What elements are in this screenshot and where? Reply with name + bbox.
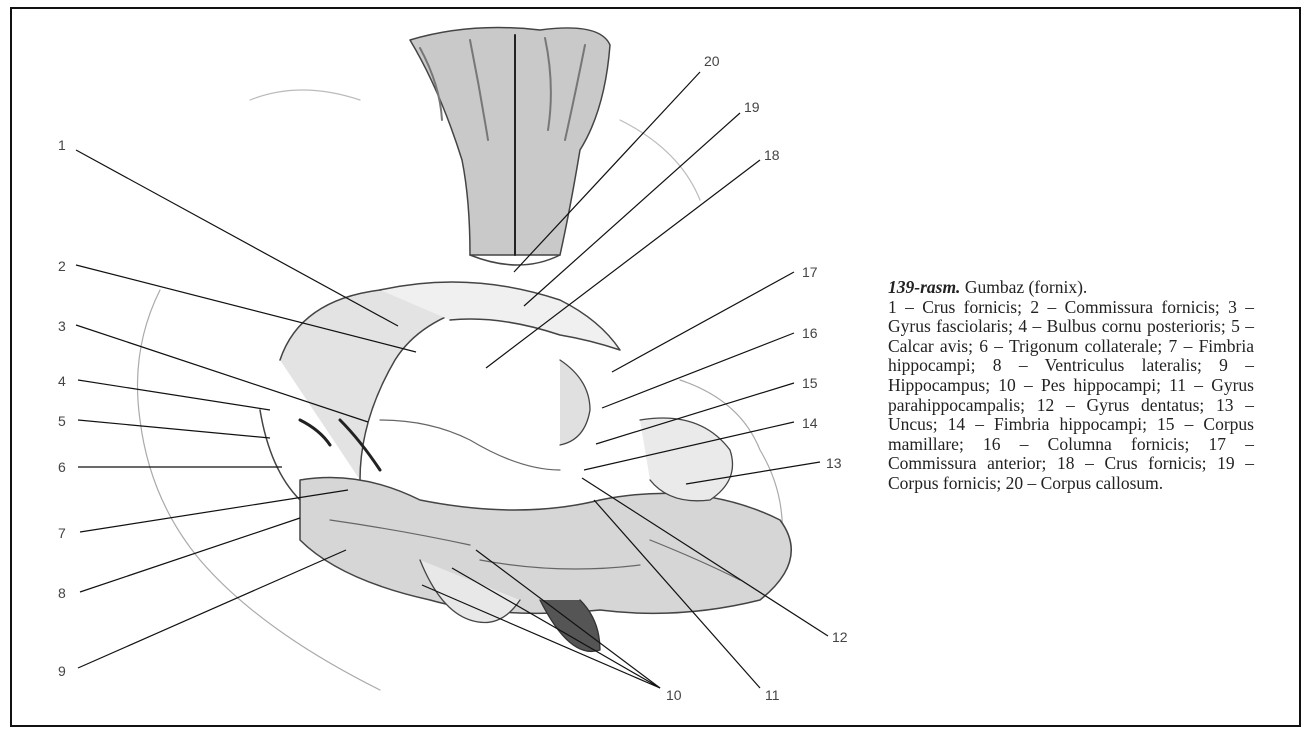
caption-number: 139-rasm. bbox=[888, 277, 960, 297]
label-10: 10 bbox=[666, 687, 682, 703]
label-2: 2 bbox=[58, 258, 66, 274]
label-3: 3 bbox=[58, 318, 66, 334]
label-14: 14 bbox=[802, 415, 818, 431]
figure-caption: 139-rasm. Gumbaz (fornix). 1 – Crus forn… bbox=[888, 278, 1254, 494]
label-1: 1 bbox=[58, 137, 66, 153]
label-15: 15 bbox=[802, 375, 818, 391]
label-20: 20 bbox=[704, 53, 720, 69]
label-13: 13 bbox=[826, 455, 842, 471]
label-9: 9 bbox=[58, 663, 66, 679]
label-6: 6 bbox=[58, 459, 66, 475]
caption-legend: 1 – Crus fornicis; 2 – Commissura fornic… bbox=[888, 298, 1254, 494]
label-17: 17 bbox=[802, 264, 818, 280]
label-19: 19 bbox=[744, 99, 760, 115]
label-4: 4 bbox=[58, 373, 66, 389]
label-12: 12 bbox=[832, 629, 848, 645]
label-11: 11 bbox=[765, 687, 780, 703]
label-18: 18 bbox=[764, 147, 780, 163]
caption-title: Gumbaz (fornix). bbox=[965, 277, 1087, 297]
label-8: 8 bbox=[58, 585, 66, 601]
label-5: 5 bbox=[58, 413, 66, 429]
label-16: 16 bbox=[802, 325, 818, 341]
label-7: 7 bbox=[58, 525, 66, 541]
